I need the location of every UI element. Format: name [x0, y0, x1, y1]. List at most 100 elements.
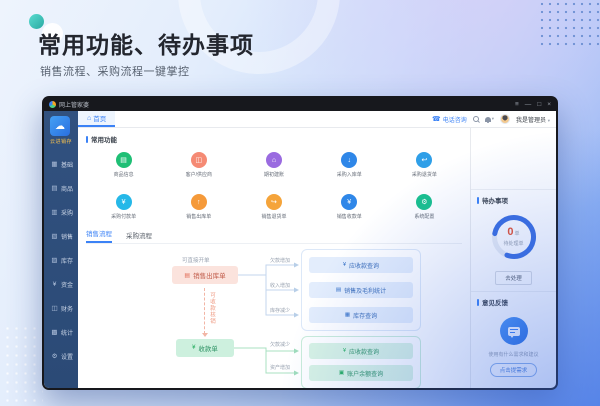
- flow-sales-profit-stats[interactable]: ▤销售及毛利统计: [309, 282, 413, 298]
- notifications-button[interactable]: ▾: [484, 116, 495, 123]
- arrow-down-icon: [201, 333, 208, 337]
- flow-box-label: 库存查询: [353, 313, 378, 320]
- outbound-icon: ↑: [190, 194, 207, 210]
- flow-account-balance-query[interactable]: ▣账户余额查询: [309, 365, 413, 381]
- sidebar-item-label: 采购: [61, 210, 74, 217]
- tile-system-config[interactable]: ⚙系统配置: [387, 194, 462, 230]
- tile-label: 期初建账: [263, 172, 284, 178]
- sidebar-item-base[interactable]: ▦基础: [44, 152, 78, 176]
- flow-box-label: 收款单: [198, 346, 218, 353]
- flow-stock-query[interactable]: ▦库存查询: [309, 307, 413, 323]
- flow-tabs: 销售流程 采购流程: [86, 230, 462, 244]
- decor-white-dot: [42, 23, 63, 44]
- go-handle-button[interactable]: 去处理: [495, 271, 532, 285]
- todo-count: 0: [507, 226, 514, 238]
- tile-goods-info[interactable]: ▤ 商品信息: [86, 152, 161, 188]
- tab-sales-flow[interactable]: 销售流程: [86, 228, 112, 243]
- app-logo-icon: [49, 101, 56, 108]
- phone-consult-link[interactable]: ☎ 电话咨询: [432, 115, 467, 124]
- sidebar-item-stock[interactable]: ▨库存: [44, 248, 78, 272]
- tile-customer-supplier[interactable]: ◫ 客户/供应商: [161, 152, 236, 188]
- tile-purchase-return[interactable]: ↩ 采购退货单: [387, 152, 462, 188]
- flow-sales-out-box[interactable]: ▤ 销售出库单: [172, 266, 238, 284]
- tile-sales-receipt[interactable]: ¥销售收款单: [312, 194, 387, 230]
- sidebar-item-goods[interactable]: ▤商品: [44, 176, 78, 200]
- tile-label: 销售退货单: [261, 214, 287, 220]
- tile-purchase-payment[interactable]: ¥采购付款单: [86, 194, 161, 230]
- app-window: 网上管家婆 ≡ — □ × ☁ 云进销存 ▦基础 ▤商品 ▥采购 ▧销售 ▨库存…: [42, 96, 558, 390]
- tile-label: 采购退货单: [411, 172, 437, 178]
- page-subtitle: 销售流程、采购流程一键掌控: [40, 66, 190, 78]
- yuan-icon: ¥: [192, 345, 196, 351]
- sidebar-item-label: 统计: [61, 330, 74, 337]
- house-icon: ⌂: [265, 152, 282, 168]
- page-title: 常用功能、待办事项: [38, 32, 254, 58]
- yuan-icon: ¥: [342, 348, 347, 354]
- tile-sales-out[interactable]: ↑ 销售出库单: [161, 194, 236, 230]
- decor-dots-bottom-left: [3, 324, 43, 404]
- sidebar-logo: ☁ 云进销存: [49, 116, 72, 145]
- sidebar-item-label: 库存: [61, 258, 74, 265]
- yuan-icon: ¥: [342, 262, 347, 268]
- right-panel: 待办事项 0单 待处理单 去处理: [470, 128, 556, 388]
- return-icon: ↩: [416, 152, 433, 168]
- folder-icon: ▤: [115, 152, 132, 168]
- inbound-icon: ↓: [341, 152, 358, 168]
- skin-icon[interactable]: ≡: [514, 101, 519, 108]
- phone-consult-label: 电话咨询: [442, 117, 467, 124]
- flow-receivables-query-2[interactable]: ¥应收款查询: [309, 343, 413, 359]
- flow-box-label: 应收款查询: [349, 349, 380, 356]
- flow-link-label: 资产增加: [270, 365, 291, 371]
- doc-icon: ▤: [335, 287, 342, 293]
- window-titlebar: 网上管家婆 ≡ — □ ×: [44, 98, 556, 111]
- sidebar-item-label: 资金: [61, 282, 74, 289]
- tile-label: 销售出库单: [186, 214, 212, 220]
- sidebar-item-purchase[interactable]: ▥采购: [44, 200, 78, 224]
- todo-title: 待办事项: [477, 195, 550, 205]
- card-icon: ▣: [338, 370, 345, 376]
- quick-functions-title: 常用功能: [86, 134, 462, 144]
- chart-icon: ▩: [51, 329, 58, 336]
- tile-purchase-in[interactable]: ↓采购入库单: [312, 152, 387, 188]
- sidebar-logo-text: 云进销存: [49, 139, 72, 145]
- flow-link-label: 库存减少: [270, 308, 291, 314]
- user-menu[interactable]: 我是管理员 ▾: [516, 115, 550, 124]
- tile-label: 客户/供应商: [185, 172, 212, 178]
- grid-icon: ▦: [344, 312, 351, 318]
- feedback-bubble-icon: [499, 317, 528, 345]
- cloud-logo-icon: ☁: [49, 116, 70, 136]
- feedback-hint: 使用有什么需求和建议: [488, 352, 539, 358]
- quick-functions-panel: 常用功能 ▤ 商品信息 ◫ 客户/供应商 ⌂ 期初建账 ↓采购入库单 ↩ 采购退货单 ¥…: [78, 128, 470, 388]
- flow-box-label: 销售出库单: [193, 273, 226, 280]
- flow-box-label: 账户余额查询: [347, 371, 384, 378]
- avatar[interactable]: [500, 114, 511, 124]
- sidebar-item-sales[interactable]: ▧销售: [44, 224, 78, 248]
- tile-label: 系统配置: [414, 214, 435, 220]
- decor-teal-dot: [29, 14, 44, 29]
- sidebar-item-label: 销售: [61, 234, 74, 241]
- flow-link-label: 欠款减少: [270, 342, 291, 348]
- tile-opening-balance[interactable]: ⌂ 期初建账: [236, 152, 311, 188]
- search-icon[interactable]: [472, 116, 479, 122]
- sidebar-item-funds[interactable]: ¥资金: [44, 272, 78, 296]
- flow-writeoff-note: 可收款核销: [209, 292, 215, 325]
- maximize-icon[interactable]: □: [537, 101, 542, 108]
- receive-icon: ¥: [341, 194, 358, 210]
- tile-sales-return[interactable]: ↪销售退货单: [236, 194, 311, 230]
- flow-receipt-box[interactable]: ¥ 收款单: [176, 339, 234, 357]
- flow-receivables-query[interactable]: ¥应收款查询: [309, 257, 413, 273]
- tab-home[interactable]: ⌂ 首页: [78, 111, 116, 127]
- tab-purchase-flow[interactable]: 采购流程: [126, 233, 152, 240]
- chevron-down-icon: ▾: [491, 116, 495, 121]
- gear-icon: ⚙: [51, 353, 58, 360]
- sidebar-item-stats[interactable]: ▩统计: [44, 320, 78, 344]
- people-icon: ◫: [190, 152, 207, 168]
- close-icon[interactable]: ×: [547, 101, 551, 108]
- tile-label: 商品信息: [113, 172, 134, 178]
- sidebar-item-finance[interactable]: ◫财务: [44, 296, 78, 320]
- flow-box-label: 应收款查询: [349, 263, 380, 270]
- user-label: 我是管理员: [516, 117, 547, 124]
- minimize-icon[interactable]: —: [524, 101, 532, 108]
- sidebar-item-settings[interactable]: ⚙设置: [44, 344, 78, 368]
- submit-request-button[interactable]: 点击提需求: [489, 363, 538, 377]
